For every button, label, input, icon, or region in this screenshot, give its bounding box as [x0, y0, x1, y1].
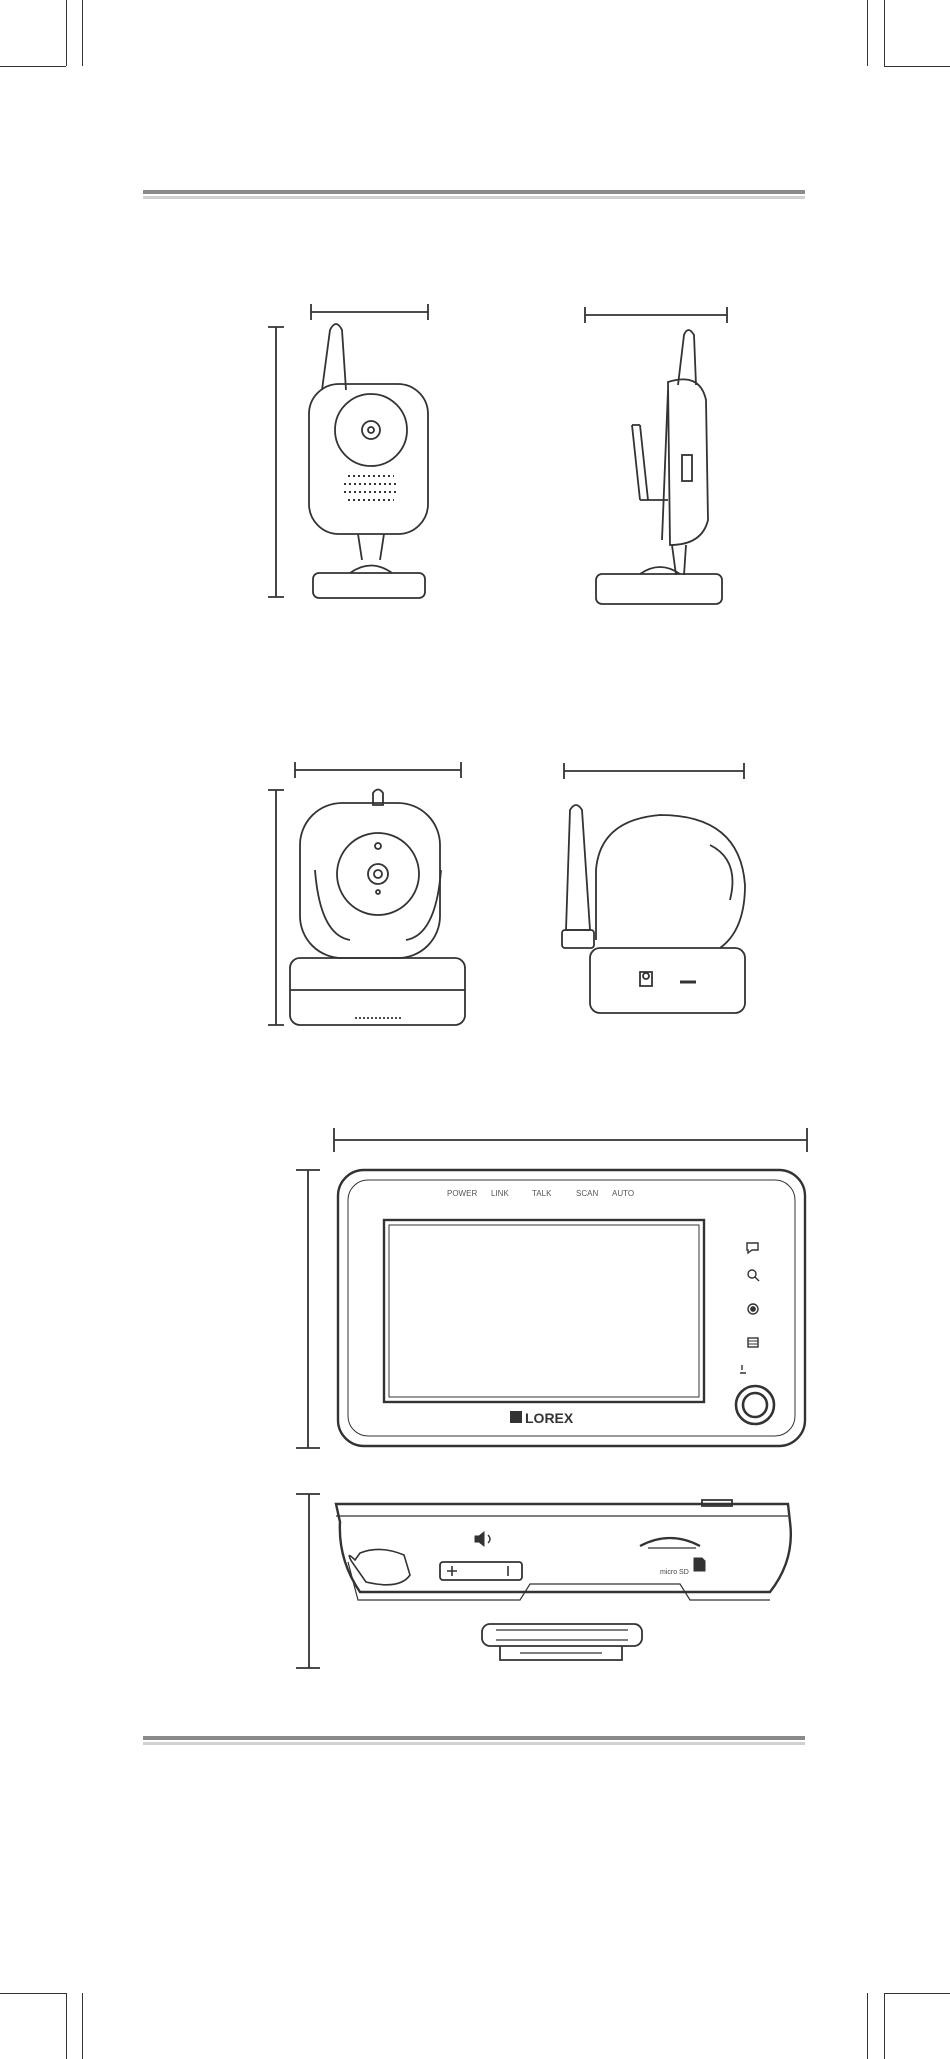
status-label-power: POWER — [447, 1189, 477, 1198]
camera-head — [596, 815, 745, 948]
base — [290, 958, 465, 1025]
monitor-shell — [336, 1504, 791, 1592]
camera-body — [309, 384, 428, 534]
status-label-link: LINK — [491, 1189, 509, 1198]
antenna — [678, 330, 696, 385]
menu-icon — [748, 1338, 758, 1347]
width-dimension — [334, 1128, 807, 1152]
stand-clip — [349, 1549, 410, 1584]
status-label-talk: TALK — [532, 1189, 552, 1198]
brand-name: LOREX — [525, 1410, 574, 1426]
bracket — [632, 425, 648, 500]
talk-icon — [747, 1243, 758, 1253]
monitor-front-view — [296, 1128, 807, 1448]
switch — [682, 455, 692, 481]
neck — [358, 534, 384, 560]
yoke — [315, 870, 441, 940]
base — [313, 573, 425, 598]
sd-slot — [640, 1538, 700, 1546]
base — [590, 948, 745, 1013]
height-dimension — [296, 1170, 320, 1448]
screen — [384, 1220, 704, 1402]
camera-body — [668, 379, 708, 545]
brand-logo: LOREX — [510, 1410, 574, 1426]
camera2-side-view — [562, 763, 745, 1013]
camera-select-icon — [748, 1304, 758, 1314]
antenna — [322, 324, 346, 390]
height-dimension — [296, 1494, 320, 1668]
width-dimension — [295, 762, 461, 778]
base — [596, 574, 722, 604]
power-icon — [740, 1365, 746, 1373]
stand-base — [496, 1630, 628, 1640]
speaker-icon — [475, 1532, 490, 1546]
status-label-scan: SCAN — [576, 1189, 598, 1198]
sd-card-icon — [694, 1558, 705, 1571]
speaker-grille — [344, 476, 398, 500]
height-dimension — [268, 790, 284, 1025]
camera1-side-view — [585, 307, 727, 604]
width-dimension — [585, 307, 727, 323]
camera2-front-view — [268, 762, 465, 1025]
lens — [362, 421, 380, 439]
lens-ring — [337, 833, 419, 915]
width-dimension — [564, 763, 744, 779]
camera1-front-view — [268, 304, 428, 598]
height-dimension — [268, 327, 284, 597]
sd-label: micro SD — [660, 1569, 689, 1576]
width-dimension — [311, 304, 428, 320]
lens-ring — [335, 394, 407, 466]
antenna — [566, 805, 590, 930]
status-label-auto: AUTO — [612, 1189, 634, 1198]
lens — [368, 864, 388, 884]
zoom-icon — [748, 1270, 759, 1281]
monitor-side-view — [296, 1494, 791, 1668]
